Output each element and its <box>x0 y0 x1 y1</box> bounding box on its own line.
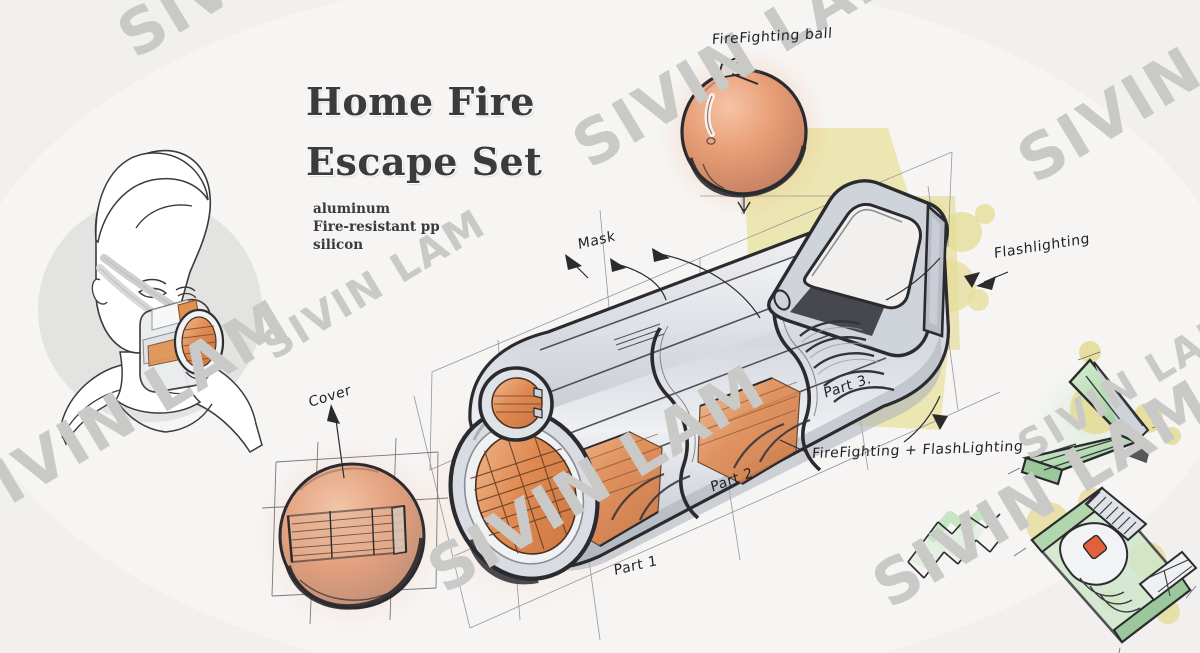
material-item-2: Fire-resistant pp <box>313 219 440 235</box>
mask-label: Mask <box>577 228 617 253</box>
page-title: Home Fire Escape Set <box>306 72 542 192</box>
title-line-2: Escape Set <box>306 139 543 184</box>
firefighting-flashlighting-label: FireFighting + FlashLighting <box>811 438 1024 463</box>
main-device-sketch <box>410 179 980 610</box>
part1-label: Part 1 <box>613 552 659 579</box>
annotation-arrowheads <box>327 254 996 424</box>
part3-label: Part 3. <box>822 370 873 402</box>
green-wire-outline <box>907 507 1005 579</box>
firefighting-ball-label: FireFighting ball <box>711 25 833 49</box>
green-open-case <box>1013 486 1198 653</box>
materials-list: aluminum Fire-resistant pp silicon <box>313 200 440 254</box>
green-folded-device-top <box>1007 341 1181 486</box>
flashlighting-label: Flashlighting <box>993 230 1091 263</box>
part2-label: Part 2 <box>709 464 755 496</box>
material-item-3: silicon <box>313 237 364 253</box>
mask-wearer-illustration <box>38 149 263 454</box>
material-item-1: aluminum <box>313 201 391 217</box>
title-line-1: Home Fire <box>306 79 535 124</box>
firefighting-ball-sketch <box>658 46 830 218</box>
cover-label: Cover <box>307 382 353 411</box>
cover-sphere-sketch <box>256 437 449 632</box>
